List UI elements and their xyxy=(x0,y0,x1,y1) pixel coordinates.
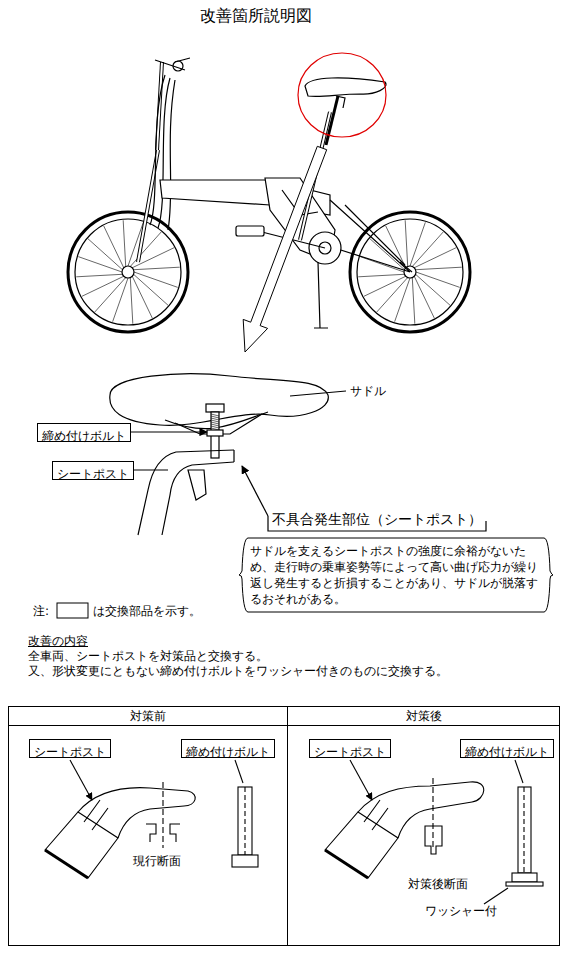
spoke xyxy=(134,272,178,287)
spoke xyxy=(358,274,404,277)
table-column: 対策前シートポスト 締め付けボルト xyxy=(8,706,288,946)
label-box: シートポスト xyxy=(29,739,111,758)
before-drawing xyxy=(45,760,258,878)
saddle-detail xyxy=(110,374,486,535)
node-text: シートポスト xyxy=(57,467,129,482)
thread xyxy=(211,426,219,428)
label: 全車両、シートポストを対策品と交換する。 xyxy=(28,648,268,664)
column-header: 対策後 xyxy=(288,707,559,726)
label-box: シートポスト xyxy=(309,739,391,758)
spoke xyxy=(364,276,406,296)
thread xyxy=(211,416,219,418)
label-box: 締め付けボルト xyxy=(37,423,131,442)
thread xyxy=(211,422,219,424)
spoke xyxy=(82,276,124,296)
node-text: サドルを支えるシートポストの強度に余裕がないため、走行時の乗車姿勢等によって高い… xyxy=(250,543,542,607)
spoke xyxy=(132,276,152,318)
spoke xyxy=(113,278,128,322)
label: 対策後断面 xyxy=(408,876,468,892)
spoke xyxy=(386,226,406,268)
label-box: 締め付けボルト xyxy=(460,739,554,758)
callout-cloud: サドルを支えるシートポストの強度に余裕がないため、走行時の乗車姿勢等によって高い… xyxy=(238,537,554,613)
node-text: シートポスト xyxy=(34,745,106,760)
spoke xyxy=(405,220,408,266)
after-drawing xyxy=(325,760,543,904)
title: 改善箇所説明図 xyxy=(200,6,312,26)
spoke xyxy=(130,278,133,324)
spoke xyxy=(412,278,415,324)
label: 現行断面 xyxy=(133,853,181,869)
label: サドル xyxy=(350,383,386,399)
zoom-arrow xyxy=(243,146,327,352)
thread xyxy=(211,424,219,426)
label: 注: xyxy=(33,603,49,619)
label: は交換部品を示す。 xyxy=(93,603,201,619)
node-text: シートポスト xyxy=(314,745,386,760)
spoke xyxy=(395,278,410,322)
node-text: 締め付けボルト xyxy=(465,745,549,760)
spoke xyxy=(416,272,460,287)
label: 不具合発生部位（シートポスト） xyxy=(272,510,482,528)
column-header: 対策前 xyxy=(9,707,287,726)
label-box: 締め付けボルト xyxy=(181,739,275,758)
spoke xyxy=(360,257,404,272)
table-column: 対策後シートポスト 締め付けボルト xyxy=(287,706,560,946)
node-text: 締め付けボルト xyxy=(186,745,270,760)
spoke xyxy=(76,274,122,277)
spoke xyxy=(123,220,126,266)
label: 又、形状変更にともない締め付けボルトをワッシャー付きのものに交換する。 xyxy=(28,663,448,679)
spoke xyxy=(104,226,124,268)
thread xyxy=(211,414,219,416)
thread xyxy=(211,418,219,420)
spoke xyxy=(414,248,456,268)
thread xyxy=(211,420,219,422)
spoke xyxy=(78,257,122,272)
spoke xyxy=(416,267,462,270)
label: ワッシャー付 xyxy=(425,903,497,919)
node-text: 締め付けボルト xyxy=(42,429,126,444)
label-box: シートポスト xyxy=(52,461,134,480)
spoke xyxy=(414,276,434,318)
spoke xyxy=(410,222,425,266)
cloud-shape xyxy=(239,538,553,612)
label: 改善の内容 xyxy=(28,633,88,649)
highlight-circle xyxy=(298,53,386,137)
spoke xyxy=(134,267,180,270)
legend-box xyxy=(57,603,88,618)
